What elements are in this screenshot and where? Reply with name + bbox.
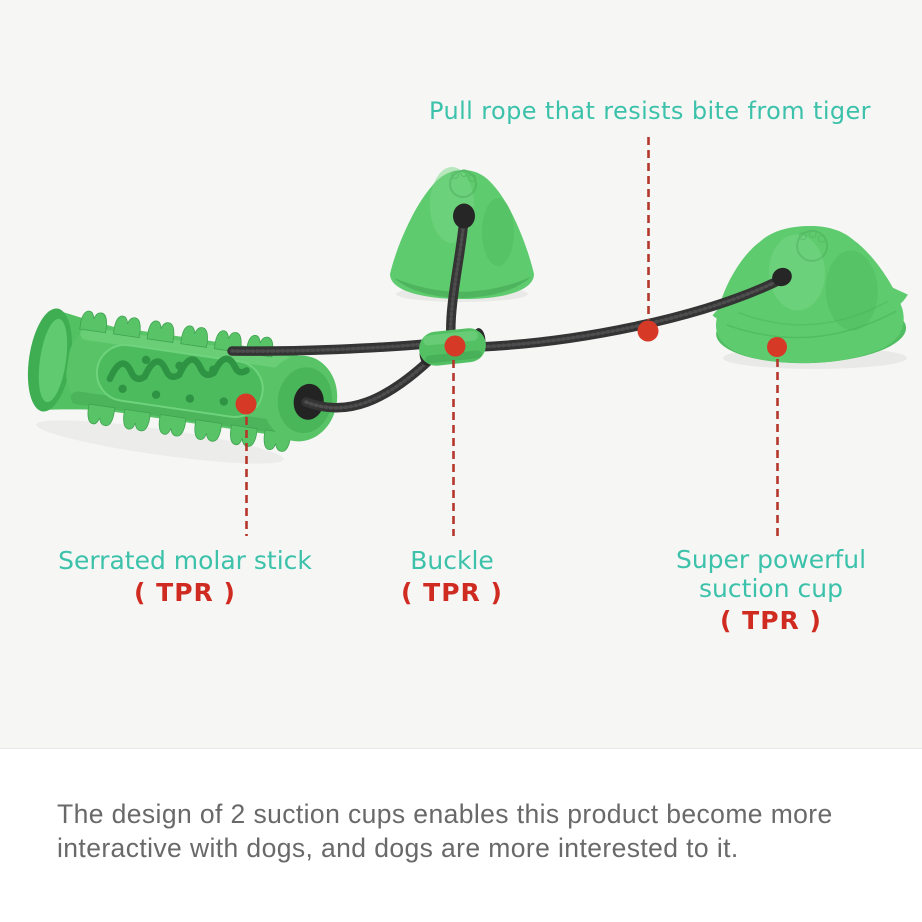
callout-suction-cup-text-1: Super powerful bbox=[675, 545, 867, 574]
callout-dot-stick bbox=[235, 393, 257, 415]
paw-emboss bbox=[449, 169, 477, 198]
right-cup-rope-hole bbox=[772, 267, 792, 287]
callout-buckle-material: ( TPR ) bbox=[401, 578, 503, 607]
callout-markers bbox=[235, 137, 787, 536]
suction-cup-right bbox=[712, 226, 908, 364]
callout-suction-cup-material: ( TPR ) bbox=[720, 606, 822, 635]
paw-emboss bbox=[796, 229, 829, 262]
callout-suction-cup-text-2: suction cup bbox=[699, 574, 843, 603]
callout-suction-cup: Super powerful suction cup ( TPR ) bbox=[676, 545, 866, 635]
callout-dot-buckle bbox=[444, 335, 466, 357]
callout-molar-stick-text: Serrated molar stick bbox=[58, 546, 312, 575]
product-image-panel: Pull rope that resists bite from tiger S… bbox=[0, 97, 922, 749]
callout-molar-stick-material: ( TPR ) bbox=[134, 578, 236, 607]
callout-molar-stick: Serrated molar stick ( TPR ) bbox=[58, 546, 312, 607]
callout-dot-rope bbox=[637, 320, 659, 342]
rope bbox=[227, 214, 789, 413]
product-illustration bbox=[27, 137, 908, 536]
buckle bbox=[419, 328, 486, 366]
description-line-1: The design of 2 suction cups enables thi… bbox=[57, 799, 833, 829]
product-description: The design of 2 suction cups enables thi… bbox=[57, 797, 887, 865]
callout-dot-cup bbox=[767, 337, 787, 357]
callout-pull-rope: Pull rope that resists bite from tiger bbox=[429, 97, 871, 125]
callout-buckle: Buckle ( TPR ) bbox=[401, 546, 503, 607]
middle-cup-rope-hole bbox=[453, 203, 475, 229]
description-line-2: interactive with dogs, and dogs are more… bbox=[57, 833, 739, 863]
stick-wave-panel bbox=[95, 343, 264, 418]
callout-buckle-text: Buckle bbox=[410, 546, 494, 575]
